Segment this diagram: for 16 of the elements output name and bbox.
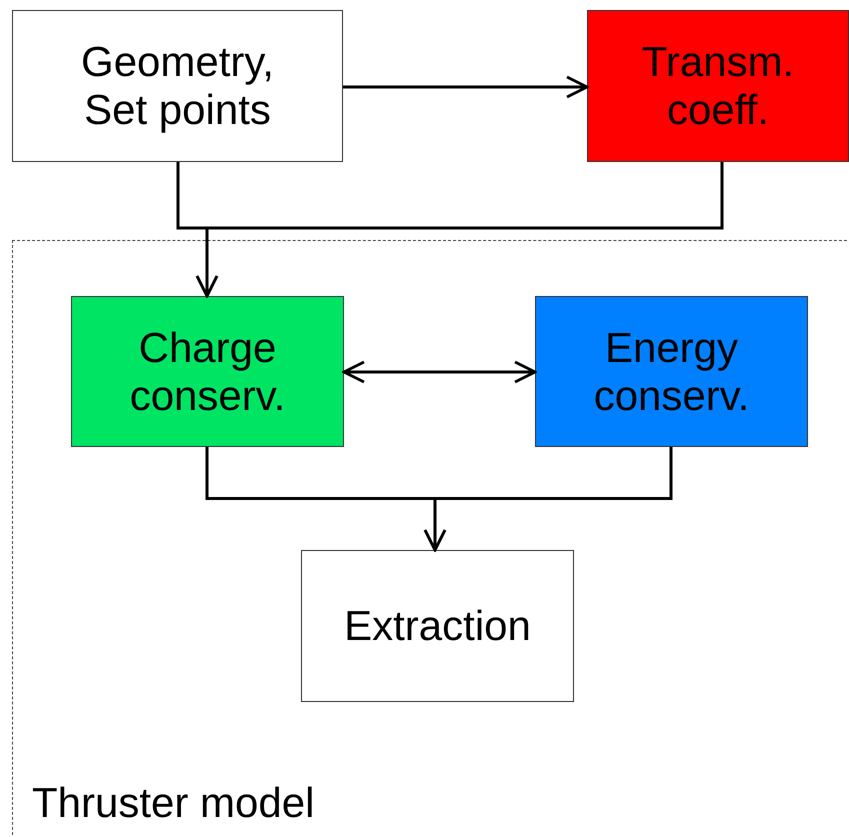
arrow	[196, 162, 724, 298]
process-box	[587, 10, 849, 162]
node-label: Charge conserv.	[128, 324, 286, 420]
node-label: Transm. coeff.	[640, 38, 796, 134]
node-label: Geometry, Set points	[80, 38, 275, 134]
node-label: Extraction	[344, 602, 531, 650]
region-label: Thruster model	[32, 779, 314, 827]
model-region	[12, 240, 849, 837]
arrow	[342, 360, 536, 384]
node-label: Energy conserv.	[592, 324, 750, 420]
process-box	[535, 296, 808, 447]
process-box	[71, 296, 344, 447]
input-box	[12, 10, 343, 162]
arrow	[343, 76, 588, 98]
output-box	[301, 550, 574, 702]
arrow	[424, 447, 672, 552]
